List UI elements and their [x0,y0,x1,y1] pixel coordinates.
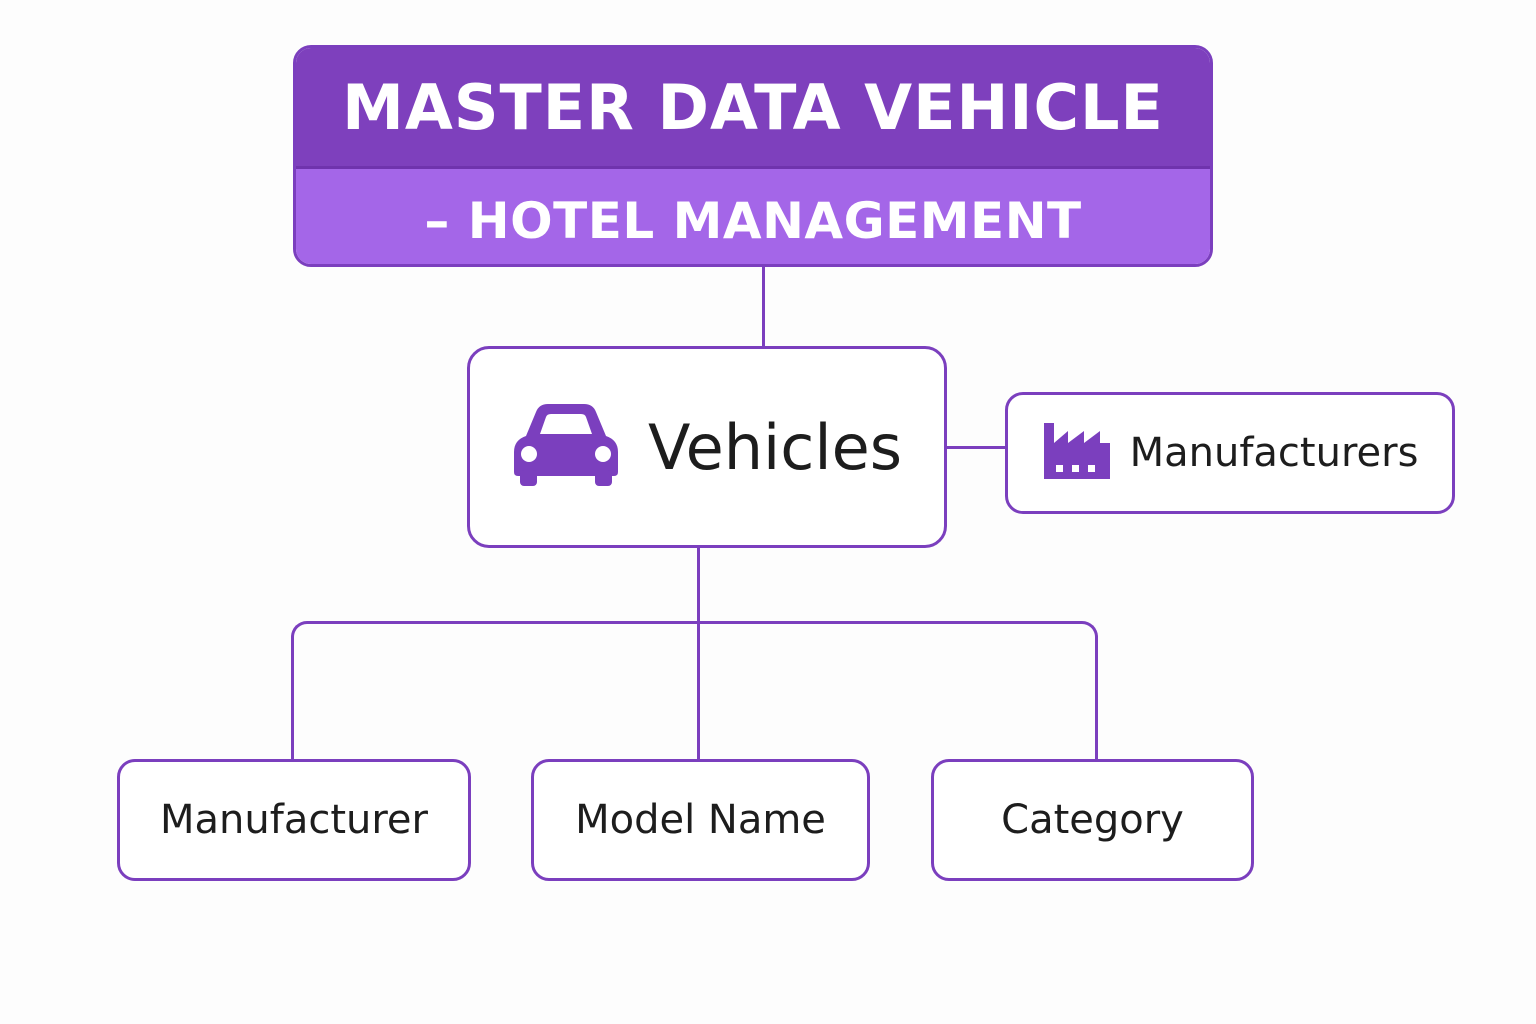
title-box: MASTER DATA VEHICLE – HOTEL MANAGEMENT [293,45,1213,267]
model-name-node[interactable]: Model Name [531,759,870,881]
diagram-title: MASTER DATA VEHICLE [342,70,1164,144]
factory-icon [1042,421,1112,485]
title-bottom-band: – HOTEL MANAGEMENT [296,166,1210,264]
connector-bus-left-corner [291,621,321,651]
diagram-subtitle: – HOTEL MANAGEMENT [424,192,1082,250]
connector-vehicles-down [697,548,700,759]
title-top-band: MASTER DATA VEHICLE [296,48,1210,166]
vehicles-node[interactable]: Vehicles [467,346,947,548]
connector-drop-manufacturer [291,651,294,759]
model-name-label: Model Name [575,797,826,843]
connector-bus [321,621,1068,624]
connector-title-to-vehicles [762,267,765,346]
manufacturers-node[interactable]: Manufacturers [1005,392,1455,514]
car-icon [512,402,620,492]
connector-vehicles-to-manufacturers [947,446,1005,449]
manufacturer-label: Manufacturer [160,797,428,843]
manufacturers-label: Manufacturers [1129,430,1419,476]
connector-drop-category [1095,651,1098,759]
manufacturer-node[interactable]: Manufacturer [117,759,471,881]
vehicles-label: Vehicles [647,410,903,484]
connector-bus-right-corner [1068,621,1098,651]
category-label: Category [1001,797,1184,843]
category-node[interactable]: Category [931,759,1254,881]
